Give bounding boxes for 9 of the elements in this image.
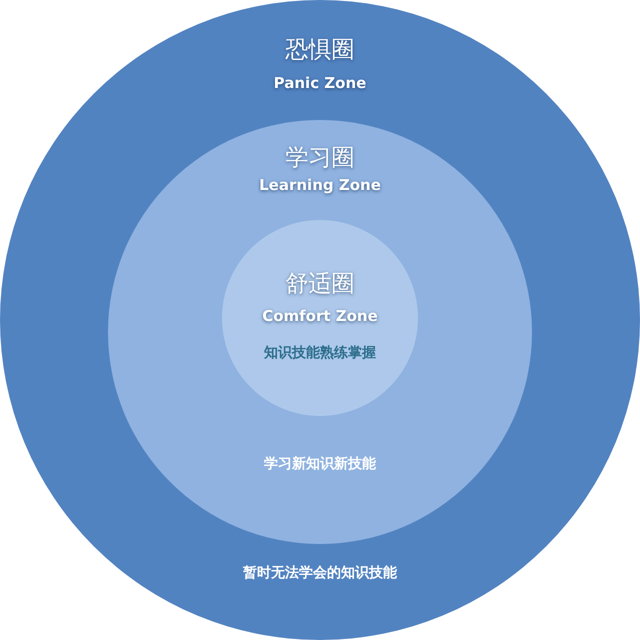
zone-title: 学习圈 [286, 144, 354, 173]
zone-description: 暂时无法学会的知识技能 [243, 565, 397, 582]
zone-description: 学习新知识新技能 [264, 456, 376, 474]
zone-subtitle: Panic Zone [274, 74, 366, 93]
zone-subtitle: Comfort Zone [262, 307, 378, 326]
zone-title: 舒适圈 [286, 270, 354, 299]
zone-subtitle: Learning Zone [259, 176, 381, 195]
zone-description: 知识技能熟练掌握 [264, 345, 376, 362]
zone-title: 恐惧圈 [286, 36, 354, 65]
